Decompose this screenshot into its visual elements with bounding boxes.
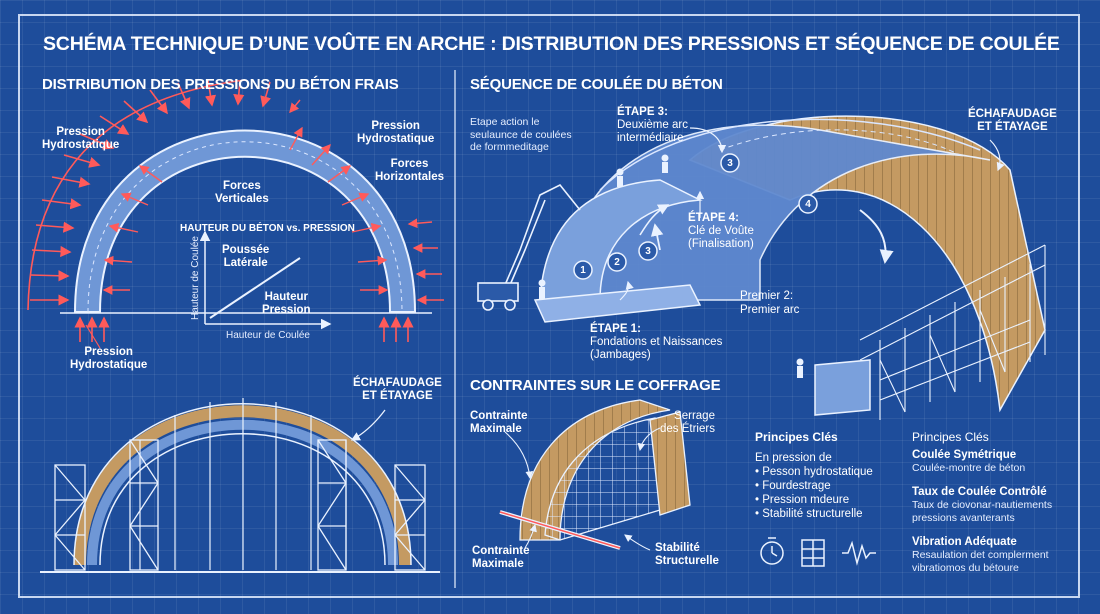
graph-title: HAUTEUR DU BÉTON vs. PRESSION — [180, 223, 355, 234]
principes2-item-desc: Resaulation det complerment vibratiomos … — [912, 549, 1049, 574]
label-serrage: Serrage des Étriers — [660, 410, 715, 435]
principes1-intro: En pression de — [755, 452, 832, 464]
principes2-heading: Principes Clés — [912, 430, 989, 444]
step-number-1: 1 — [580, 265, 586, 276]
coffrage-heading: CONTRAINTES SUR LE COFFRAGE — [470, 377, 721, 394]
label-poussee: Poussée Latérale — [222, 244, 270, 269]
right-heading: SÉQUENCE DE COULÉE DU BÉTON — [470, 76, 723, 93]
label-hauteur-pression: Hauteur Pression — [262, 291, 311, 316]
vibration-wave-icon — [842, 540, 876, 566]
step-number-3b: 3 — [727, 158, 733, 169]
label-forces-horizontales: Forces Horizontales — [375, 158, 445, 183]
premier2-title: Premier 2: — [740, 290, 794, 302]
graph-x-axis: Hauteur de Coulée — [226, 330, 310, 341]
label-echafaudage-left: ÉCHAFAUDAGE ET ÉTAYAGE — [353, 377, 442, 402]
etape3-desc: Deuxième arc intermédiaire — [617, 119, 688, 144]
formwork-diagram — [499, 399, 691, 551]
blueprint-frame — [18, 14, 1080, 598]
label-contrainte-top: Contrainte Maximale — [470, 410, 528, 435]
pressure-arch — [60, 129, 432, 314]
scaffold-arch — [40, 398, 440, 573]
step-number-3a: 3 — [645, 246, 651, 257]
label-forces-verticales: Forces Verticales — [215, 180, 269, 205]
principes2-item-title: Taux de Coulée Contrôlé — [912, 486, 1047, 498]
principes2-item-title: Coulée Symétrique — [912, 449, 1017, 461]
page-title: SCHÉMA TECHNIQUE D’UNE VOÛTE EN ARCHE : … — [43, 33, 1060, 55]
scaffold-icon — [801, 539, 825, 567]
graph-y-axis: Hauteur de Coulée — [190, 236, 201, 320]
etape4-title: ÉTAPE 4: — [688, 212, 739, 224]
stopwatch-icon — [760, 537, 784, 565]
principes2-item-desc: Coulée-montre de béton — [912, 462, 1026, 474]
label-stabilite: Stabilité Structurelle — [655, 542, 719, 567]
principes2-item-desc: Taux de ciovonar-nautiements pressions a… — [912, 499, 1053, 524]
label-contrainte-bottom: Contrainte Maximale — [472, 545, 530, 570]
label-pression-right: Pression Hydrostatique — [357, 120, 435, 145]
principes1-item: • Stabilité structurelle — [755, 508, 863, 520]
principes1-item: • Fourdestrage — [755, 480, 831, 492]
step-number-2: 2 — [614, 257, 620, 268]
vault-3d — [477, 115, 1046, 420]
principes1-heading: Principes Clés — [755, 430, 838, 444]
etape1-desc: Fondations et Naissances (Jambages) — [590, 336, 723, 361]
height-vs-pressure-graph — [199, 230, 332, 330]
sequence-intro: Etape action le seulaunce de coulées de … — [470, 116, 572, 153]
principes1-item: • Pesson hydrostatique — [755, 466, 873, 478]
etape4-desc: Clé de Voûte (Finalisation) — [688, 225, 754, 250]
label-pression-bottom: Pression Hydrostatique — [70, 346, 148, 371]
step-number-4: 4 — [805, 199, 811, 210]
premier-arc: Premier arc — [740, 304, 800, 316]
left-heading: DISTRIBUTION DES PRESSIONS DU BÉTON FRAI… — [42, 76, 399, 93]
label-echafaudage-right: ÉCHAFAUDAGE ET ÉTAYAGE — [968, 108, 1057, 133]
principes2-item-title: Vibration Adéquate — [912, 536, 1017, 548]
hydrostatic-pressure-arrows — [29, 79, 272, 306]
principes1-item: • Pression mdeure — [755, 494, 850, 506]
etape3-title: ÉTAPE 3: — [617, 106, 668, 118]
label-pression-top: Pression Hydrostatique — [42, 126, 120, 151]
etape1-title: ÉTAPE 1: — [590, 323, 641, 335]
